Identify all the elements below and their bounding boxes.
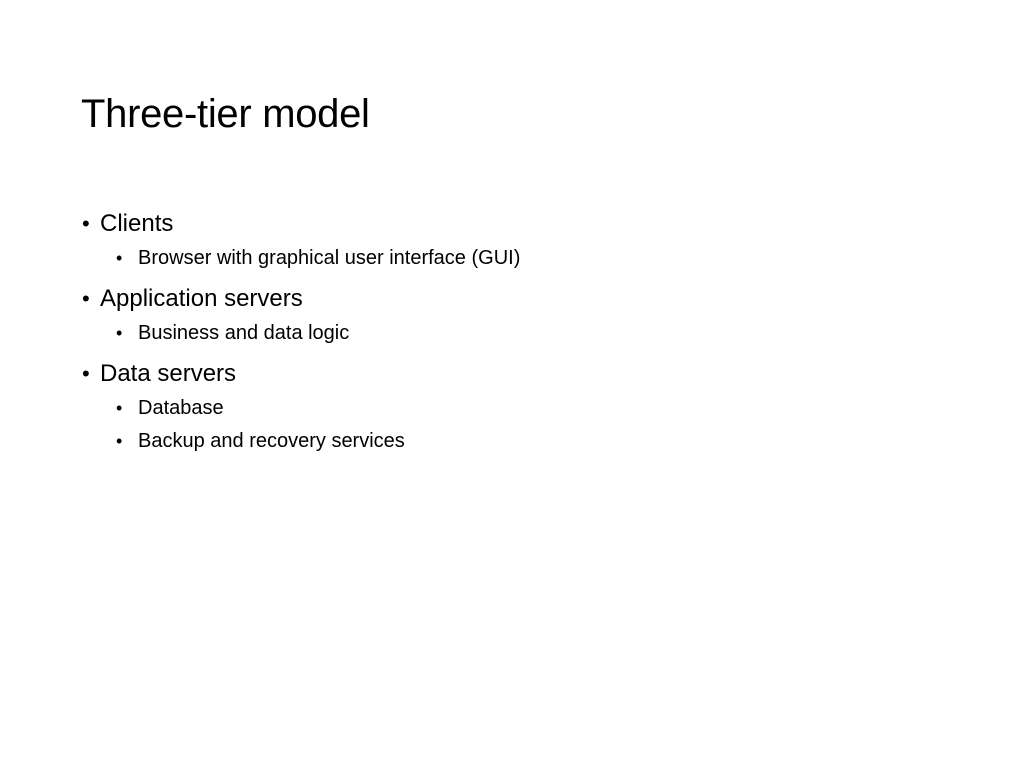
bullet-text: Data servers — [100, 360, 237, 387]
bullet-item-data-servers: • Data servers — [82, 356, 942, 392]
sub-bullet-item: • Backup and recovery services — [116, 425, 942, 458]
sub-bullet-text: Backup and recovery services — [138, 430, 405, 452]
bullet-text: Clients — [100, 210, 174, 237]
sub-bullet-text: Browser with graphical user interface (G… — [138, 247, 521, 269]
bullet-text: Application servers — [100, 285, 303, 312]
sub-bullet-text: Database — [138, 397, 224, 419]
slide-title: Three-tier model — [81, 92, 370, 136]
bullet-item-application-servers: • Application servers — [82, 281, 942, 317]
bullet-list: • Clients • Browser with graphical user … — [82, 206, 942, 458]
bullet-item-clients: • Clients — [82, 206, 942, 242]
sub-bullet-item: • Business and data logic — [116, 317, 942, 350]
sub-bullet-text: Business and data logic — [138, 322, 350, 344]
bullet-icon: • — [116, 398, 123, 418]
bullet-icon: • — [116, 431, 123, 451]
bullet-icon: • — [82, 286, 90, 311]
bullet-icon: • — [82, 211, 90, 236]
bullet-icon: • — [116, 323, 123, 343]
bullet-icon: • — [82, 361, 90, 386]
bullet-icon: • — [116, 248, 123, 268]
sub-bullet-item: • Database — [116, 392, 942, 425]
sub-bullet-item: • Browser with graphical user interface … — [116, 242, 942, 275]
